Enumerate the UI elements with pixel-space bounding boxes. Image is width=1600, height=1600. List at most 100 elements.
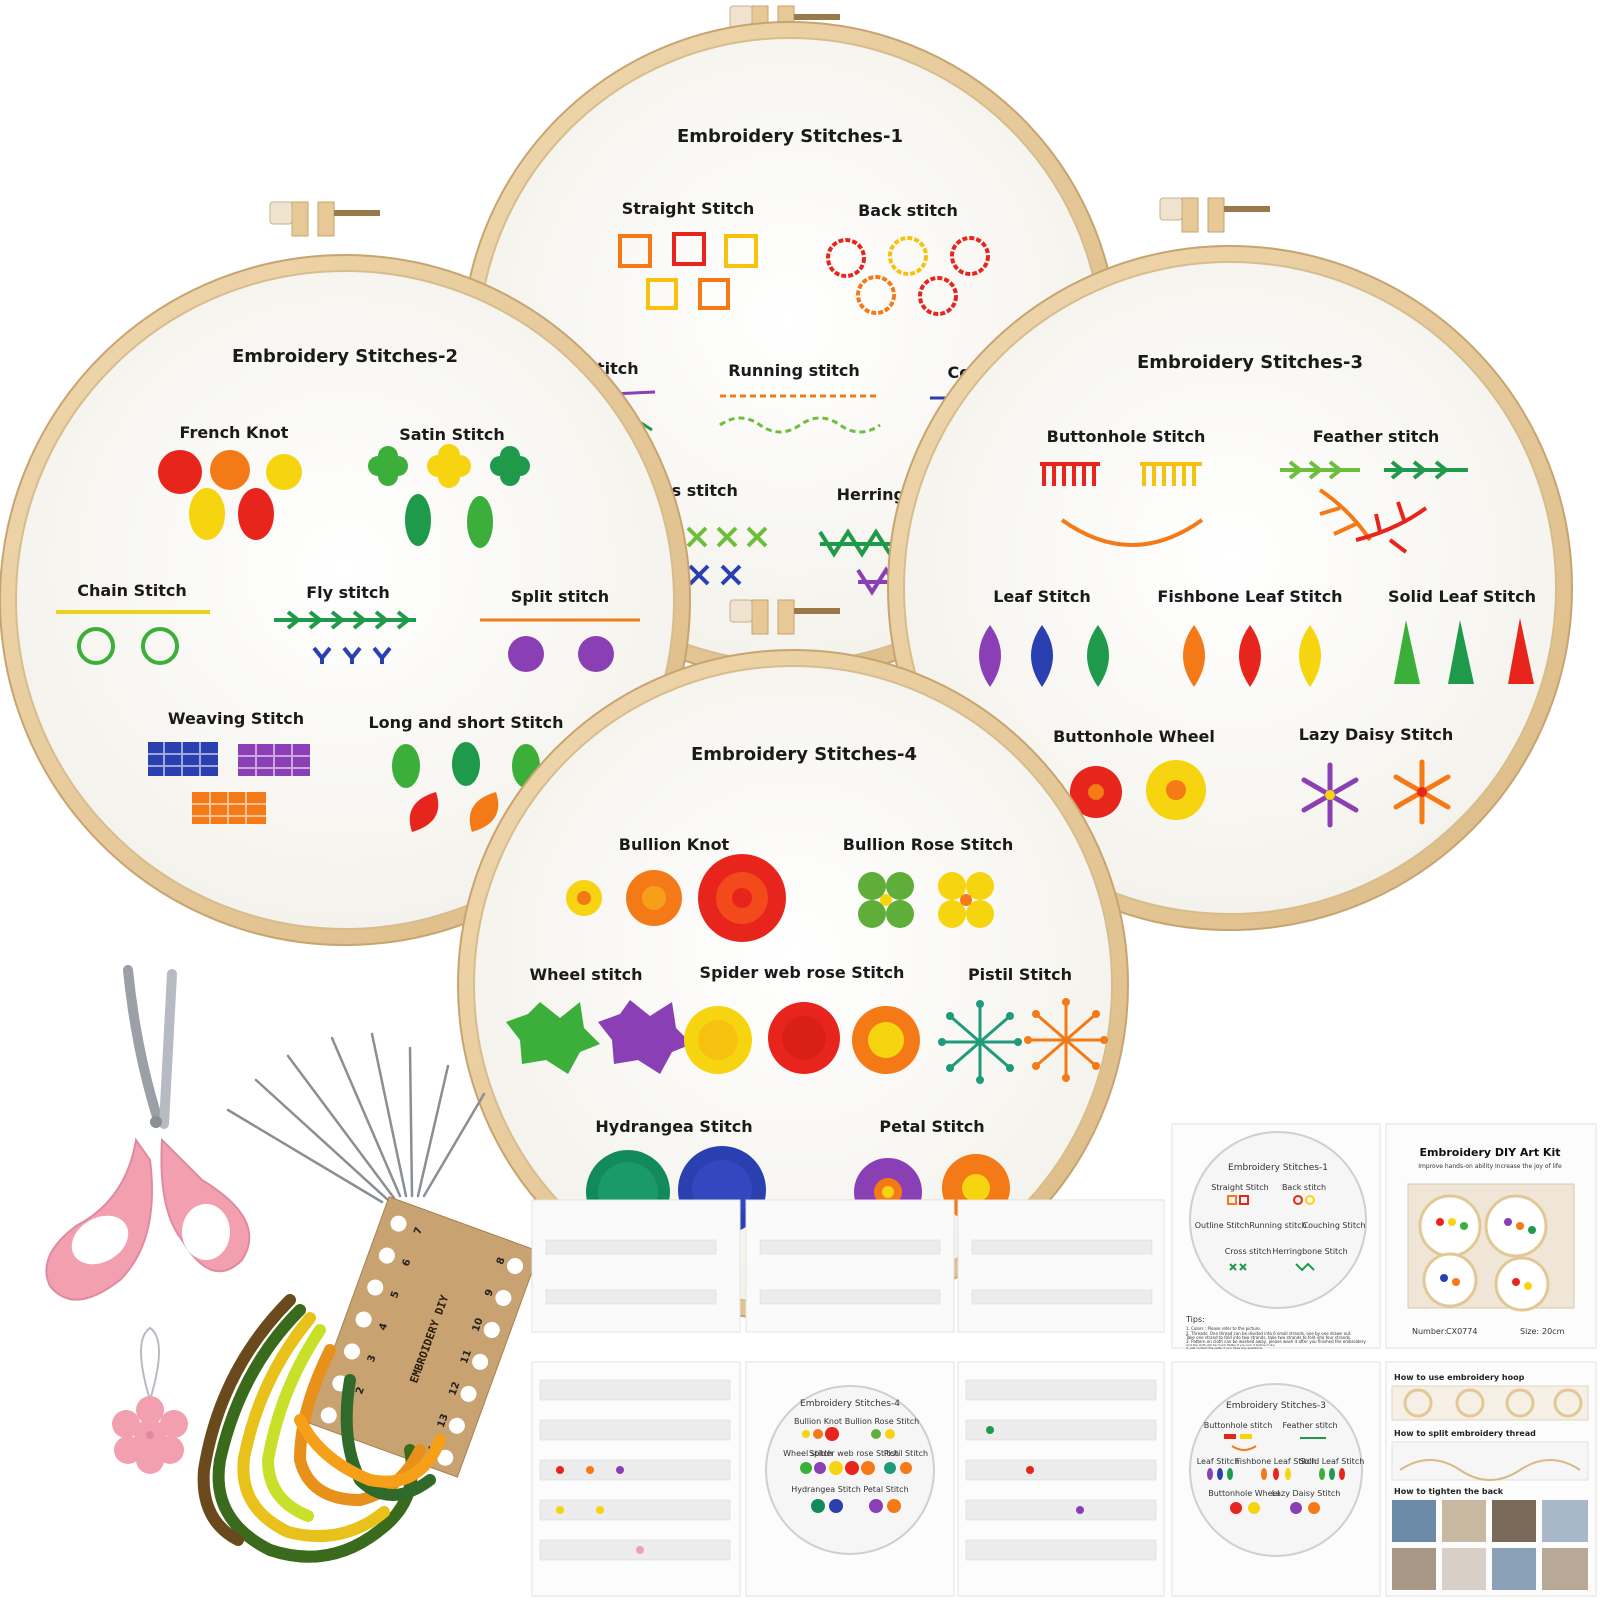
hoop-stitches-4: Embroidery Stitches-4 Bullion Knot Bulli… [457,599,1129,1321]
card-number: 9 [483,1288,496,1298]
mini3-label: Buttonhole stitch [1204,1421,1273,1430]
bullion-rose-flowers [858,872,994,928]
manual-page-stitches-4: Embroidery Stitches-4 Bullion Knot Bulli… [765,1385,935,1555]
hoop4-label: Pistil Stitch [968,965,1072,984]
card-number: 2 [354,1386,367,1396]
hoop2-title: Embroidery Stitches-2 [232,346,458,367]
tip-line: 4. Just contact the seller if you have a… [1186,1346,1263,1350]
instruction-color-dots [556,1426,1084,1554]
hoop2-label: Long and short Stitch [368,713,563,732]
hoop4-label: Bullion Knot [619,835,730,854]
embroidery-threads [197,1294,446,1563]
tip-line: 3. Pattern on cloth can be washed away, … [1186,1339,1366,1344]
mini3-label: Lazy Daisy Stitch [1272,1489,1341,1498]
mini3-label: Feather stitch [1282,1421,1337,1430]
hoop3-label: Solid Leaf Stitch [1388,587,1536,606]
pistil-stitch-flowers [938,998,1108,1084]
how-to-1: How to use embroidery hoop [1394,1373,1525,1382]
card-number: 13 [436,1412,451,1429]
kit-number-label: Number: [1412,1327,1447,1336]
hoop3-label: Leaf Stitch [993,587,1091,606]
wheel-stitch-shapes [506,1000,692,1074]
tip-line: And the cloth will be much flatter if yo… [1186,1343,1275,1347]
instruction-manual: Embroidery Stitches-1 Straight Stitch Ba… [531,1123,1597,1597]
card-number: 4 [377,1322,390,1332]
cross-stitch-marks [686,526,768,586]
buttonhole-wheel-flowers [1070,760,1206,820]
hoop3-label: Lazy Daisy Stitch [1299,725,1454,744]
weaving-stitch-grids [148,742,310,824]
hoop1-title: Embroidery Stitches-1 [677,126,903,147]
card-number: 8 [495,1256,508,1266]
manual-tips: Tips: 1. Colors : Please refer to the pi… [1185,1315,1366,1350]
mini3-label: Fishbone Leaf Stitch [1236,1457,1317,1466]
mini1-label: Couching Stitch [1303,1221,1366,1230]
satin-stitch-shapes [368,444,530,548]
tip-line: 1. Colors : Please refer to the picture. [1186,1326,1261,1331]
split-stitch-marks [480,618,640,672]
tip-line: 2. Threads: One thread can be divided in… [1186,1331,1352,1336]
buttonhole-stitch-marks [1040,462,1204,547]
hoop4-label: Hydrangea Stitch [595,1117,752,1136]
kit-size-label: Size: [1520,1327,1539,1336]
hoop4-label: Wheel stitch [530,965,643,984]
hoop-stitches-3: Embroidery Stitches-3 Buttonhole Stitch … [887,197,1573,931]
hoop4-label: Petal Stitch [879,1117,984,1136]
hoop2-label: Satin Stitch [399,425,505,444]
french-knot-clusters [158,450,302,540]
hoop3-label: Feather stitch [1313,427,1439,446]
card-number: 3 [366,1354,379,1364]
hoop3-label: Buttonhole Wheel [1053,727,1215,746]
straight-stitch-squares [618,232,758,310]
card-number: 5 [389,1290,402,1300]
fly-stitch-marks [274,610,416,664]
lazy-daisy-flowers [1301,759,1451,828]
card-number: 7 [412,1226,425,1236]
manual-cover: Embroidery DIY Art Kit Improve hands-on … [1407,1146,1575,1336]
hoop4-label: Bullion Rose Stitch [843,835,1013,854]
hoop3-label: Buttonhole Stitch [1047,427,1206,446]
long-short-stitch-shapes [392,742,540,832]
mini1-label: Running stitch [1249,1221,1306,1230]
manual-how-to: How to use embroidery hoop How to split … [1391,1373,1589,1590]
card-number: 11 [459,1348,474,1365]
hoop4-title: Embroidery Stitches-4 [691,744,917,765]
hoop1-label: Running stitch [728,361,860,380]
leaf-stitch-shapes [979,618,1534,687]
mini4-label: Hydrangea Stitch [791,1485,861,1494]
hoop2-label: Weaving Stitch [168,709,304,728]
mini3-label: Leaf Stitch [1197,1457,1240,1466]
needles [226,1032,486,1204]
kit-number-value: CX0774 [1446,1327,1477,1336]
hoop-stitches-2: Embroidery Stitches-2 French Knot Satin … [0,201,691,946]
feather-stitch-marks [1280,460,1468,554]
hoop3-label: Fishbone Leaf Stitch [1157,587,1342,606]
mini1-label: Herringbone Stitch [1272,1247,1347,1256]
spider-web-roses [684,1002,920,1074]
chain-stitch-marks [56,610,210,665]
mini4-label: Bullion Rose Stitch [845,1417,920,1426]
hoop1-label: Straight Stitch [622,199,755,218]
manual-page-stitches-3: Embroidery Stitches-3 Buttonhole stitch … [1189,1383,1364,1557]
tip-line: Take one strand to fold into two strands… [1185,1335,1351,1340]
hoop2-label: French Knot [180,423,289,442]
mini4-label: Wheel stitch [783,1449,833,1458]
hoop1-label: ss stitch [662,481,738,500]
how-to-2: How to split embroidery thread [1394,1429,1536,1438]
mini4-title: Embroidery Stitches-4 [800,1399,900,1409]
back-stitch-circles [826,236,990,316]
mini1-label: Cross stitch [1225,1247,1272,1256]
manual-page-stitches-1: Embroidery Stitches-1 Straight Stitch Ba… [1189,1131,1367,1309]
card-number: 12 [447,1380,462,1397]
hoop3-title: Embroidery Stitches-3 [1137,352,1363,373]
instruction-thumbnails [539,1239,1157,1561]
hoop2-label: Fly stitch [306,583,390,602]
mini1-title: Embroidery Stitches-1 [1228,1163,1328,1173]
mini1-label: Back stitch [1282,1183,1326,1192]
kit-subtitle: Improve hands-on ability Increase the jo… [1418,1163,1562,1170]
card-number: 6 [401,1258,414,1268]
hoop2-label: Split stitch [511,587,609,606]
scissors [45,965,251,1301]
hoop4-label: Spider web rose Stitch [700,963,905,982]
mini4-label: Petal Stitch [863,1485,908,1494]
